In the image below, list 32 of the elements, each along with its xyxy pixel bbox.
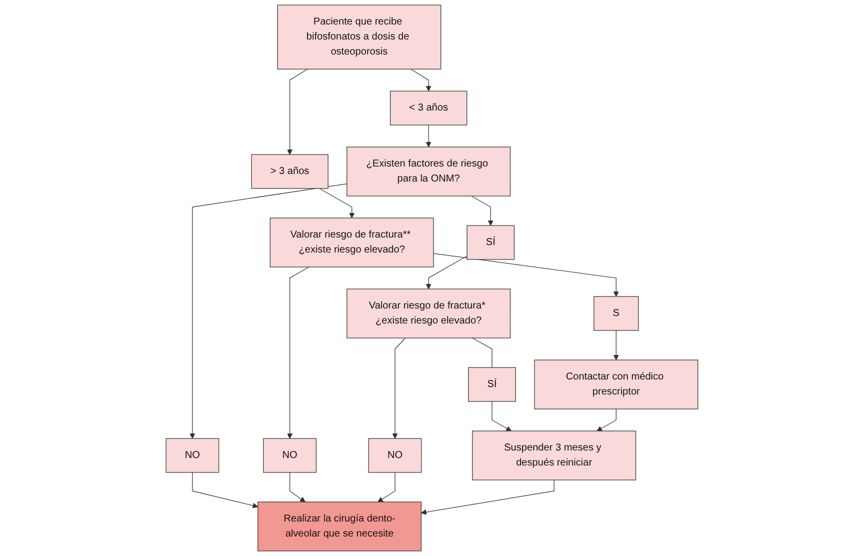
arrow bbox=[392, 338, 406, 439]
node-box: S bbox=[593, 296, 638, 331]
node-box: Suspender 3 meses y después reiniciar bbox=[472, 430, 636, 480]
arrow bbox=[286, 266, 309, 439]
arrow bbox=[286, 68, 308, 155]
node-box: SÍ bbox=[468, 367, 516, 402]
arrow bbox=[470, 196, 493, 226]
arrow bbox=[289, 472, 306, 502]
node-box: < 3 años bbox=[390, 90, 467, 126]
node-box: Realizar la cirugía dento-alveolar que se necesite bbox=[257, 502, 422, 552]
arrow bbox=[189, 183, 347, 439]
arrow bbox=[318, 188, 354, 218]
node-box: Contactar con médico prescriptor bbox=[534, 360, 698, 410]
arrow bbox=[612, 330, 618, 360]
arrow bbox=[432, 253, 618, 297]
arrow bbox=[491, 401, 512, 432]
node-box: NO bbox=[165, 438, 219, 473]
node-box: Paciente que recibe bifosfonatos a dosis de osteoporosis bbox=[276, 4, 441, 70]
arrow bbox=[377, 472, 395, 502]
node-box: NO bbox=[368, 438, 422, 473]
node-box: NO bbox=[262, 438, 316, 473]
arrow bbox=[425, 124, 431, 148]
node-box: Valorar riesgo de fractura* ¿existe riesgo elevado? bbox=[346, 288, 510, 338]
arrow bbox=[425, 256, 467, 290]
node-box: > 3 años bbox=[250, 154, 328, 189]
node-box: ¿Existen factores de riesgo para la ONM? bbox=[346, 146, 510, 196]
arrow bbox=[192, 472, 258, 508]
arrow bbox=[596, 408, 616, 432]
node-box: Valorar riesgo de fractura** ¿existe riesgo elevado? bbox=[269, 218, 434, 268]
arrow bbox=[420, 480, 554, 515]
node-box: SÍ bbox=[466, 225, 514, 260]
arrow bbox=[410, 68, 431, 92]
